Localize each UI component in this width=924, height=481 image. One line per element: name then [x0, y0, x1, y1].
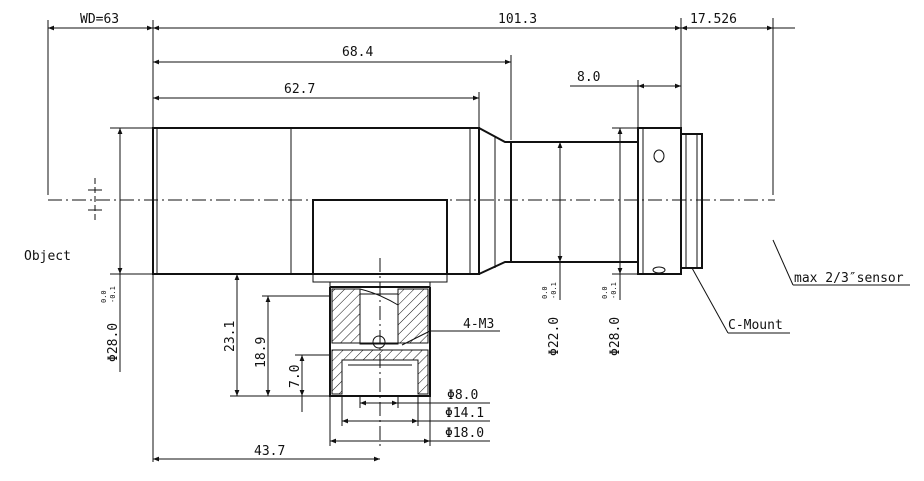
dim-18: 18.9: [254, 337, 269, 368]
dim-dia22: Φ22.0: [547, 317, 562, 356]
top-dimensions: [48, 25, 795, 101]
label-object: Object: [24, 249, 71, 264]
label-c-mount: C-Mount: [728, 318, 783, 333]
dim-8: 8.0: [577, 70, 600, 85]
label-sensor: max 2/3″sensor: [794, 271, 904, 286]
tol-upper-dia22: 0.0: [541, 286, 549, 299]
dim-dia8: Φ8.0: [447, 388, 478, 403]
label-thread: 4-M3: [463, 317, 494, 332]
tol-upper-left: 0.0: [100, 290, 108, 303]
tol-upper-right: 0.0: [601, 286, 609, 299]
dim-62: 62.7: [284, 82, 315, 97]
dim-overall-length: 101.3: [498, 12, 537, 27]
dim-dia28-left: Φ28.0: [106, 323, 121, 362]
coaxial-port: [312, 199, 448, 448]
dim-dia14: Φ14.1: [445, 406, 484, 421]
dim-dia28-right: Φ28.0: [608, 317, 623, 356]
lens-body: [152, 127, 703, 275]
tol-lower-right: -0.1: [610, 282, 618, 299]
dim-23: 23.1: [223, 321, 238, 352]
tol-lower-dia22: -0.1: [550, 282, 558, 299]
dim-43: 43.7: [254, 444, 285, 459]
dim-wd: WD=63: [80, 12, 119, 27]
tol-lower-left: -0.1: [109, 286, 117, 303]
dim-flange-back: 17.526: [690, 12, 737, 27]
dim-68: 68.4: [342, 45, 373, 60]
port-diameter-dims: [329, 396, 490, 446]
dim-7: 7.0: [288, 365, 303, 388]
dim-dia18: Φ18.0: [445, 426, 484, 441]
vertical-dimensions: [110, 127, 330, 412]
